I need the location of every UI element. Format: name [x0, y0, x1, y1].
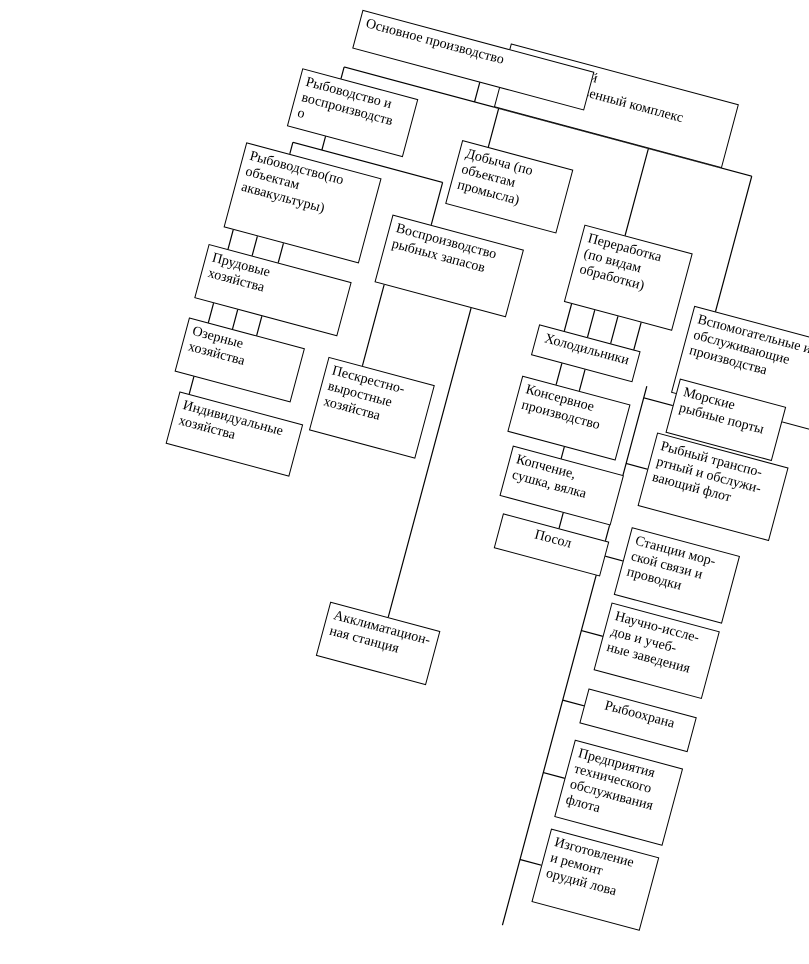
connector-aqua-mid — [251, 236, 258, 256]
connector-canning-smoking — [560, 446, 565, 459]
connector-fridge-canning-2 — [578, 369, 586, 392]
connector-to-ports — [643, 397, 673, 407]
connector-to-service — [543, 771, 565, 779]
connector-to-research — [581, 629, 603, 637]
connector-proc-2 — [586, 309, 596, 338]
connector-pond-lake-2 — [256, 316, 263, 336]
connector-fb-bus — [321, 136, 327, 151]
connector-to-reproduction — [430, 182, 444, 226]
connector-fb-children — [292, 141, 443, 183]
connector-proc-1 — [563, 303, 573, 332]
connector-to-protection — [562, 699, 585, 707]
connector-to-transport — [625, 462, 648, 470]
connector-smoking-salting — [558, 512, 564, 529]
connector-to-aux — [714, 176, 753, 312]
connector-aqua-right — [277, 243, 285, 263]
connector-fridge-canning — [555, 363, 563, 385]
connector-to-acclim — [387, 307, 472, 618]
connector-to-catch — [487, 108, 500, 148]
connector-proc-3 — [610, 316, 619, 344]
connector-to-gear — [519, 858, 542, 866]
connector-proc-4 — [633, 322, 642, 350]
connector-to-fishbreeding — [340, 66, 345, 79]
diagram-canvas: Региональный рыбохозяйственный комплекс … — [165, 9, 809, 931]
connector-to-aquaculture — [289, 142, 294, 155]
connector-to-spawning — [361, 284, 385, 367]
connector-to-processing — [624, 148, 649, 236]
connector-pond-lake — [231, 309, 239, 330]
